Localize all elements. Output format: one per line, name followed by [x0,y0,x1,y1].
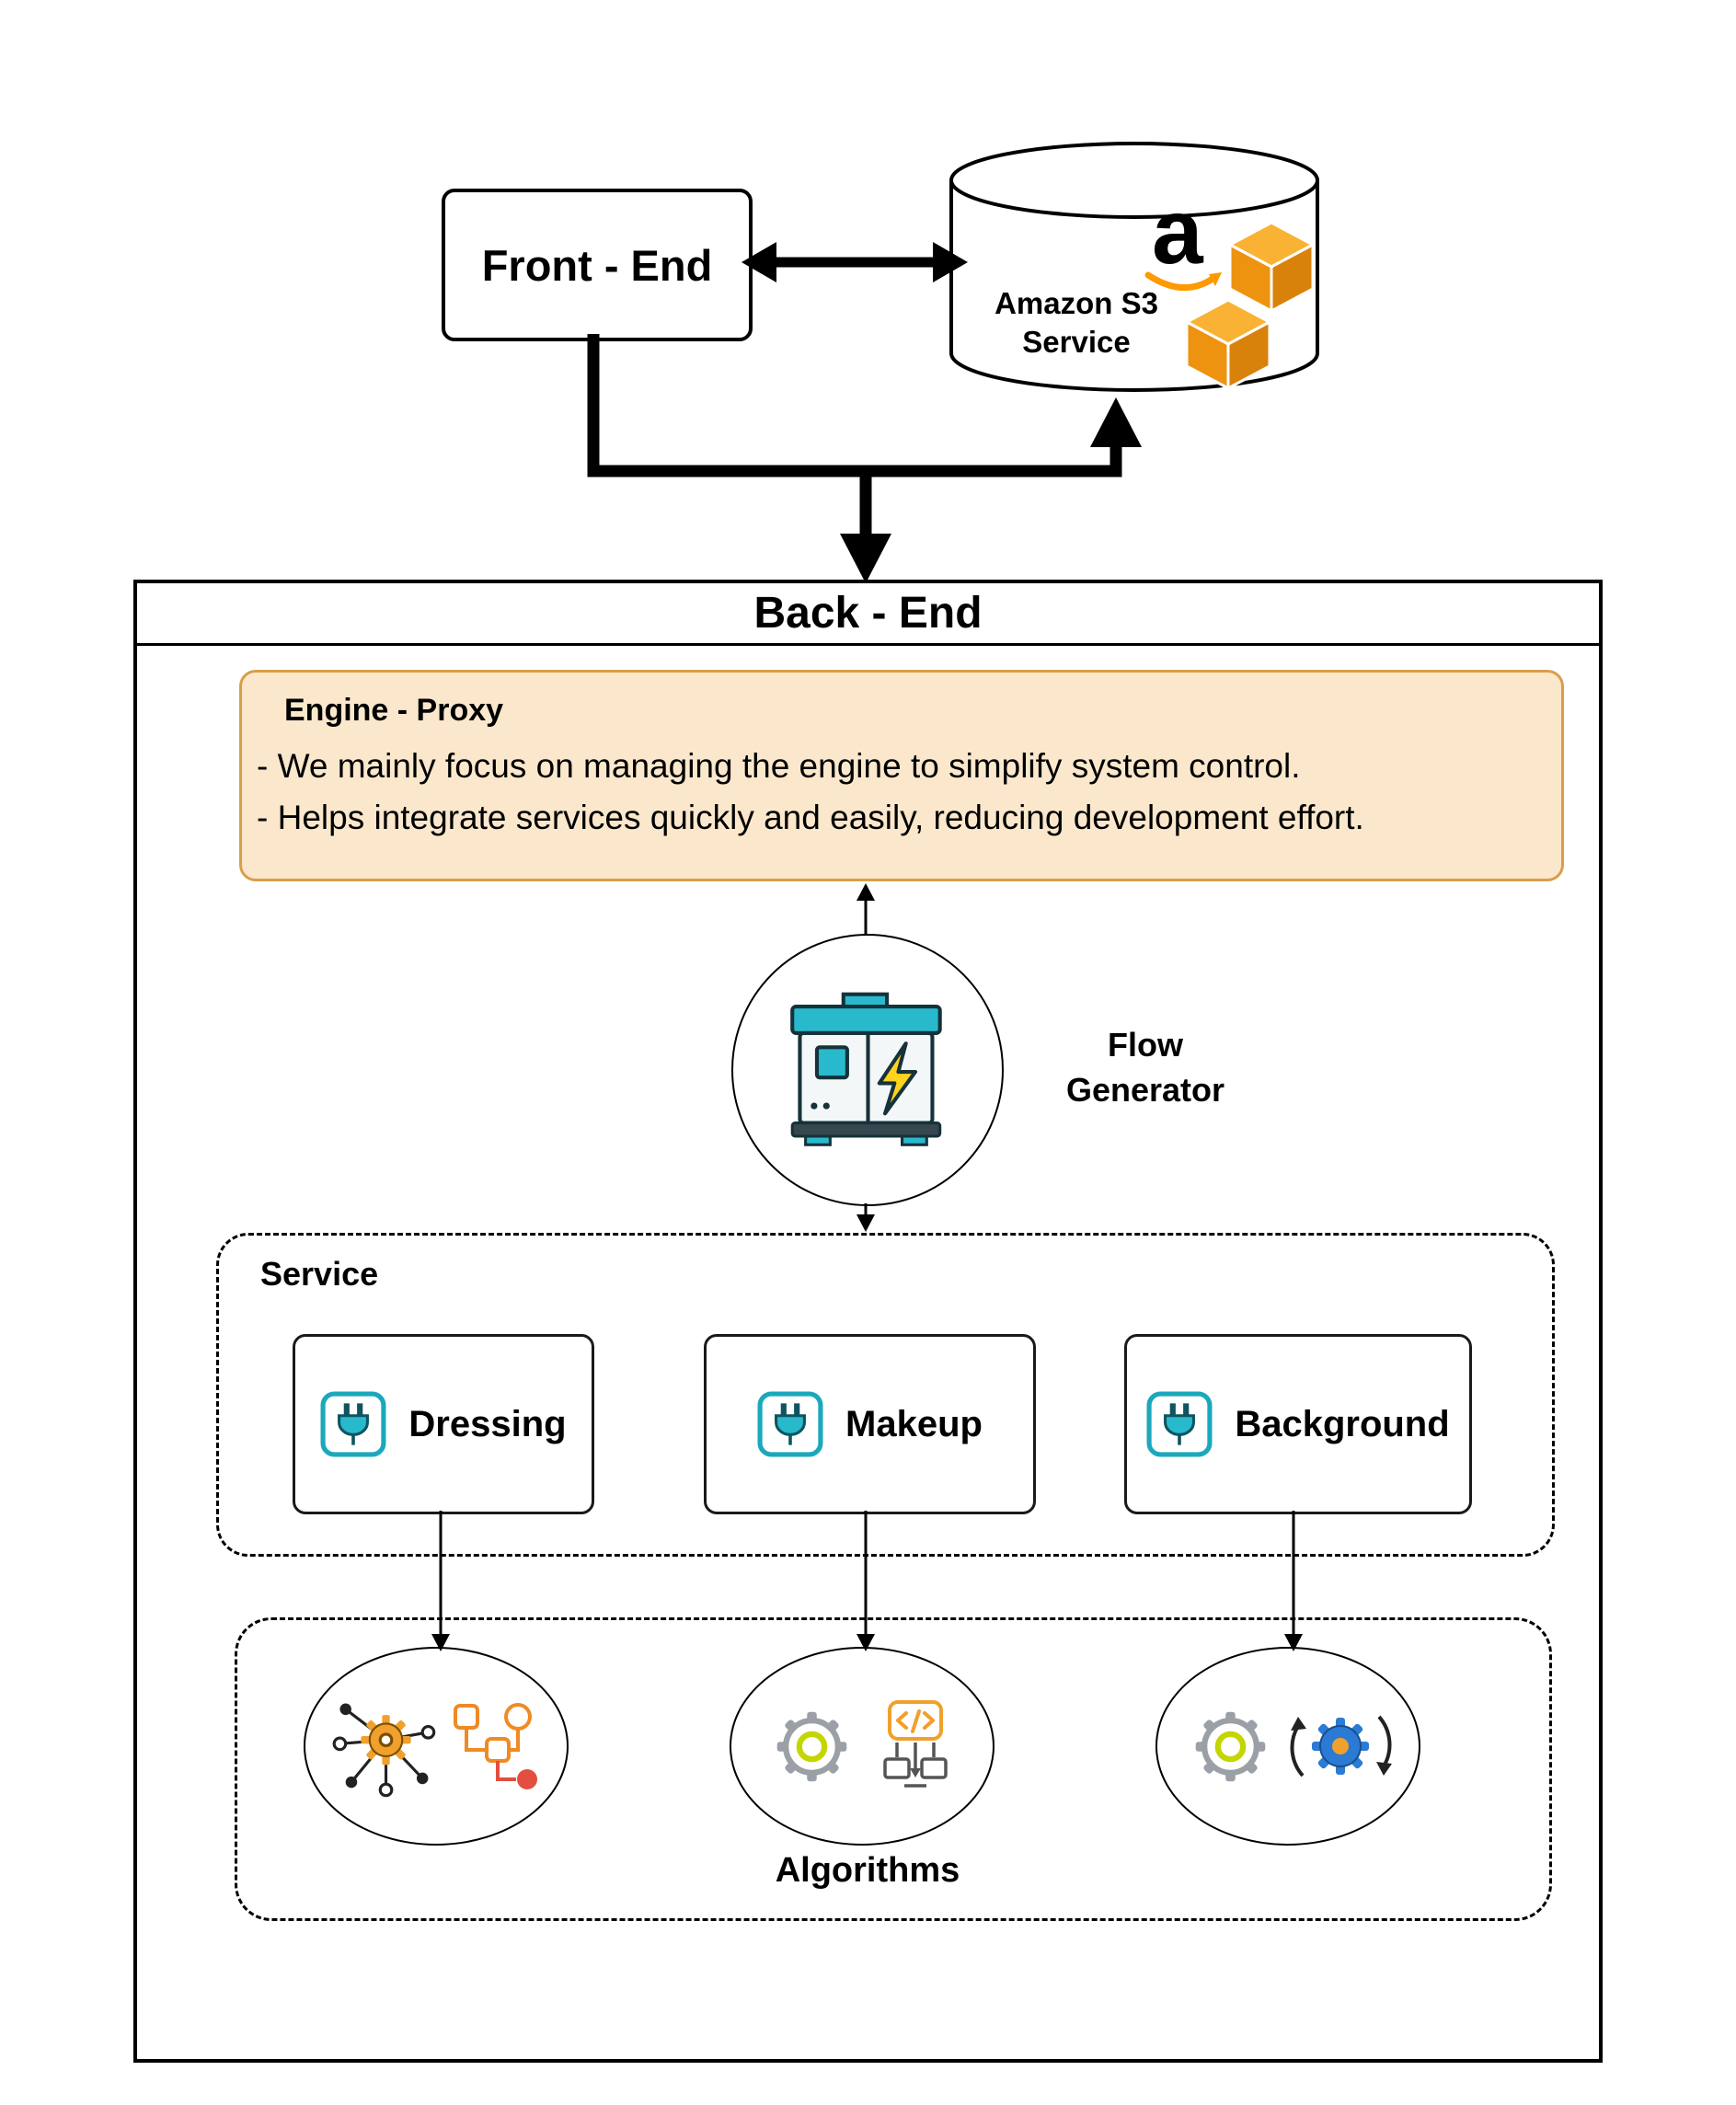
frontend-s3-double-arrow [742,242,968,282]
s3-label-line2: Service [1022,325,1131,359]
algorithm-ellipse-background [1155,1647,1420,1846]
plug-icon [320,1391,386,1457]
service-container [216,1233,1555,1557]
service-item-label: Background [1235,1403,1450,1444]
flow-generator-label: Flow Generator [1035,1023,1256,1112]
service-title: Service [260,1255,379,1293]
service-item-dressing: Dressing [293,1334,594,1514]
code-deploy-icon [882,1699,948,1788]
plug-icon [1146,1391,1213,1457]
algorithm-ellipse-makeup [730,1647,994,1846]
service-item-background: Background [1124,1334,1472,1514]
service-item-makeup: Makeup [704,1334,1036,1514]
gear-icon [776,1711,846,1781]
flow-generator-label-line1: Flow [1108,1026,1183,1064]
algorithm-ellipse-dressing [304,1647,569,1846]
engine-proxy-line1: - We mainly focus on managing the engine… [257,747,1301,785]
power-generator-icon [790,992,942,1146]
s3-cube-icon [1185,298,1271,390]
flow-generator-circle [731,934,1004,1206]
engine-proxy-line2: - Helps integrate services quickly and e… [257,798,1364,836]
connector-arrowheads [840,397,1142,583]
amazon-smile-arrow-icon [1144,271,1222,292]
service-item-label: Dressing [408,1403,567,1444]
amazon-logo-letter: a [1152,180,1203,283]
amazon-s3-cylinder: a Amazon S3 Service [948,140,1321,397]
workflow-icon [454,1702,537,1789]
front-end-box: Front - End [442,189,753,341]
network-gear-icon [332,1703,436,1797]
plug-icon [757,1391,823,1457]
back-end-title: Back - End [753,589,983,638]
back-end-header: Back - End [137,583,1599,646]
front-end-label: Front - End [481,240,713,290]
service-item-label: Makeup [845,1403,983,1444]
algorithms-container [235,1617,1552,1921]
flow-generator-label-line2: Generator [1065,1070,1225,1109]
engine-proxy-title: Engine - Proxy [284,693,504,728]
s3-cube-icon [1228,221,1315,313]
gear-icon [1195,1711,1266,1781]
engine-proxy-box: Engine - Proxy - We mainly focus on mana… [239,670,1564,881]
algorithms-title: Algorithms [775,1851,960,1890]
gear-sync-icon [1290,1715,1392,1777]
s3-label-line1: Amazon S3 [994,286,1158,320]
